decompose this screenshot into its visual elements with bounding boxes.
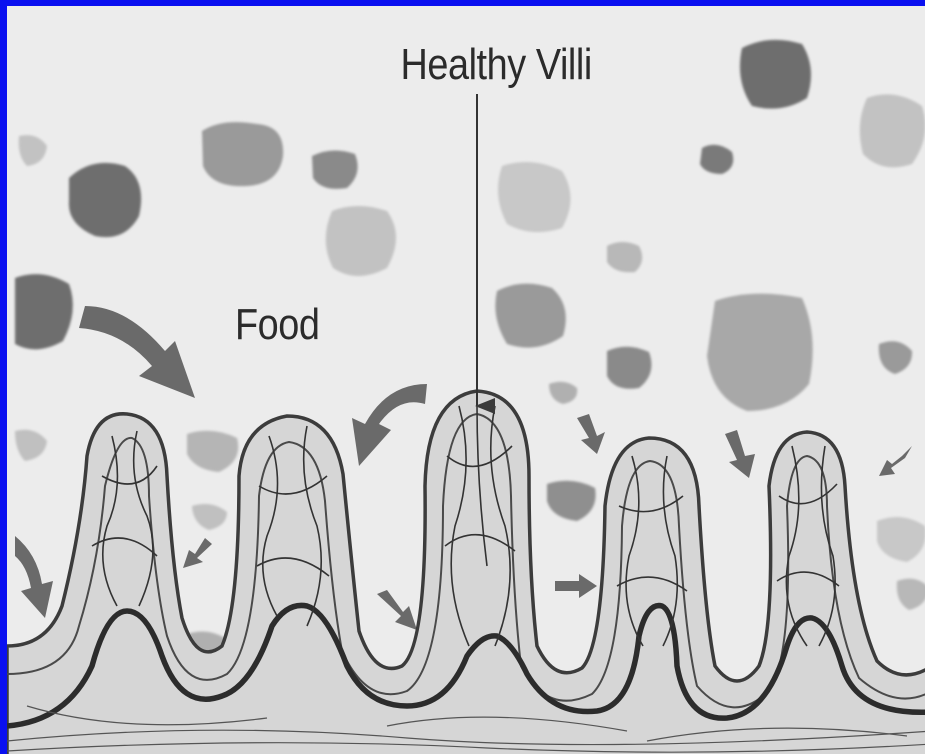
food-particle (877, 517, 925, 562)
small-arrow-icon (183, 538, 212, 568)
food-particle (607, 347, 651, 389)
healthy-villi-label: Healthy Villi (397, 40, 595, 90)
food-particle (15, 274, 73, 349)
food-particle (547, 481, 596, 521)
small-arrow-icon (555, 574, 597, 598)
food-particle (700, 145, 733, 174)
food-label: Food (235, 300, 320, 350)
small-arrow-icon (879, 446, 912, 476)
curved-arrow-icon (79, 306, 195, 398)
food-particle (860, 94, 925, 167)
villi-illustration (7, 6, 925, 754)
food-particle (15, 430, 47, 461)
curved-arrow-icon (352, 384, 427, 466)
food-particle (19, 135, 47, 166)
food-particle (707, 294, 813, 411)
food-particle (740, 40, 811, 109)
food-particle (69, 163, 141, 237)
small-arrow-icon (377, 590, 417, 630)
food-particle (192, 504, 227, 530)
curved-arrow-icon (15, 536, 53, 618)
small-arrow-icon (725, 430, 755, 478)
villi (7, 391, 925, 754)
food-particle (495, 284, 565, 348)
food-particle (187, 431, 238, 472)
small-arrow-icon (577, 414, 605, 454)
food-particle (312, 150, 358, 188)
food-particle (498, 162, 571, 232)
food-particle (202, 122, 283, 186)
food-particle (897, 579, 925, 610)
food-particle (879, 341, 912, 374)
food-particle (326, 206, 396, 276)
food-particle (549, 382, 577, 404)
food-particle (607, 242, 642, 272)
